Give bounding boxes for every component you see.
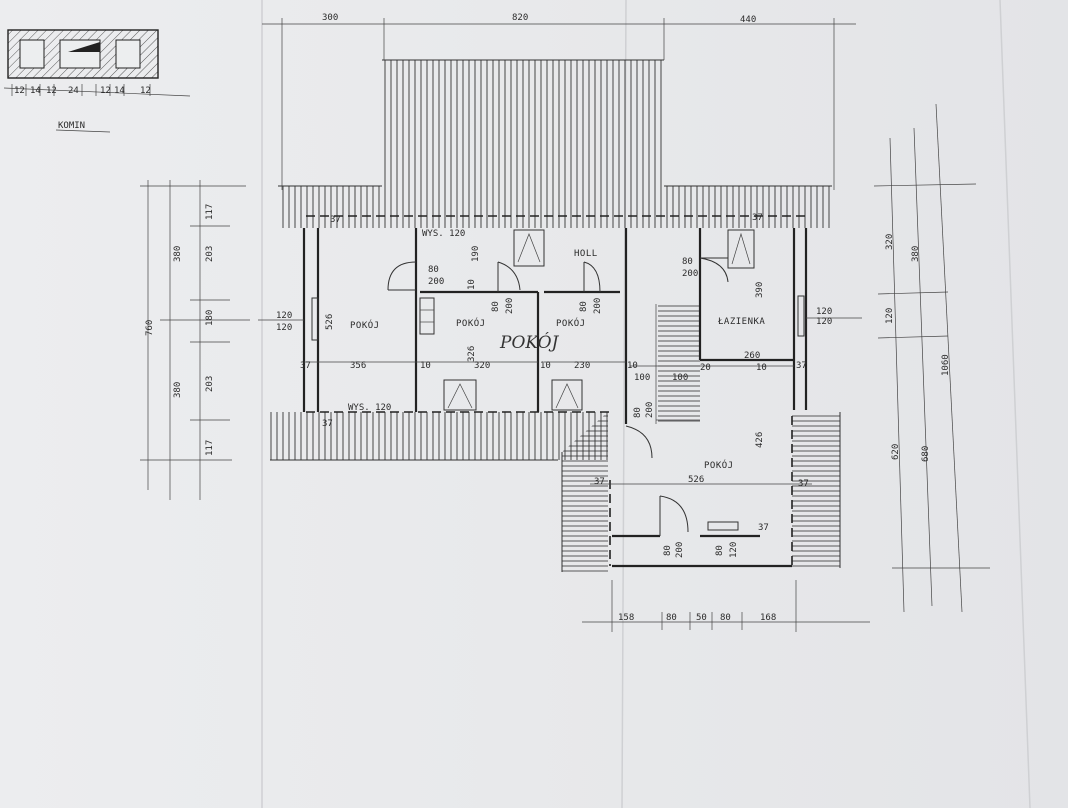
bottom-dim-158: 158 — [618, 613, 634, 623]
handwritten-room-note: POKÓJ — [499, 332, 560, 353]
dim-10-a: 10 — [467, 279, 477, 290]
dim-10-e: 10 — [756, 363, 767, 373]
height-label-bottom: WYS. 120 — [348, 403, 391, 413]
dim-230: 230 — [574, 361, 590, 371]
interior-dimension-labels: 526 356 320 230 326 190 10 10 10 10 10 3… — [276, 213, 832, 558]
window-south-width: 80 — [715, 545, 725, 556]
top-dim-3: 440 — [740, 15, 756, 25]
chimney-dim-label: 14 — [30, 86, 41, 96]
window-left-height: 120 — [276, 323, 292, 333]
left-dim-203b: 203 — [205, 376, 215, 392]
right-dim-620: 620 — [891, 444, 901, 460]
left-dim-180: 180 — [205, 310, 215, 326]
dim-10-b: 10 — [420, 361, 431, 371]
door-1-height: 200 — [428, 277, 444, 287]
left-dimension-labels: 760 380 380 117 203 180 203 117 — [145, 204, 215, 456]
dim-260: 260 — [744, 351, 760, 361]
right-dim-1060: 1060 — [941, 354, 951, 376]
paper-fold — [999, 0, 1031, 808]
chimney-dim-label: 14 — [114, 86, 125, 96]
height-label-top: WYS. 120 — [422, 229, 465, 239]
door-2-height: 200 — [505, 298, 515, 314]
window-south-height: 120 — [729, 542, 739, 558]
skylights — [443, 229, 755, 411]
dim-37-f: 37 — [594, 477, 605, 487]
bottom-dim-168: 168 — [760, 613, 776, 623]
room-label-small: POKÓJ — [556, 317, 586, 329]
chimney-dim-label: 12 — [14, 86, 25, 96]
dim-356: 356 — [350, 361, 366, 371]
dim-100-a: 100 — [634, 373, 650, 383]
door-swings — [387, 257, 729, 536]
dim-100-b: 100 — [672, 373, 688, 383]
left-dim-760: 760 — [145, 320, 155, 336]
room-label-south: POKÓJ — [704, 459, 734, 471]
dim-190: 190 — [471, 246, 481, 262]
dim-37-e: 37 — [322, 419, 333, 429]
dim-37-g: 37 — [798, 479, 809, 489]
door-4-height: 200 — [682, 269, 698, 279]
room-label-left: POKÓJ — [350, 319, 380, 331]
right-dim-380: 380 — [911, 246, 921, 262]
chimney-label: KOMIN — [58, 121, 85, 131]
dim-37-a: 37 — [300, 361, 311, 371]
door-6-width: 80 — [663, 545, 673, 556]
door-3-width: 80 — [579, 301, 589, 312]
dim-37-d: 37 — [796, 361, 807, 371]
dim-37-b: 37 — [330, 215, 341, 225]
right-dimension-labels: 320 380 120 620 680 1060 — [885, 234, 951, 462]
left-dim-203a: 203 — [205, 246, 215, 262]
dim-526-horizontal: 526 — [688, 475, 704, 485]
room-label-middle: POKÓJ — [456, 317, 486, 329]
room-labels: POKÓJ POKÓJ POKÓJ HOLL ŁAZIENKA POKÓJ PO… — [348, 229, 765, 471]
door-5-height: 200 — [645, 402, 655, 418]
left-dim-380b: 380 — [173, 382, 183, 398]
window-right-width: 120 — [816, 307, 832, 317]
chimney-dim-label: 12 — [100, 86, 111, 96]
door-3-height: 200 — [593, 298, 603, 314]
dim-320: 320 — [474, 361, 490, 371]
room-label-holl: HOLL — [574, 249, 598, 259]
top-dim-2: 820 — [512, 13, 528, 23]
chimney-dim-label: 24 — [68, 86, 79, 96]
bottom-dimension-labels: 158 80 50 80 168 — [618, 613, 776, 623]
right-dim-320: 320 — [885, 234, 895, 250]
dim-20: 20 — [700, 363, 711, 373]
chimney-dim-label: 12 — [140, 86, 151, 96]
dim-526-vertical: 526 — [325, 314, 335, 330]
dim-390: 390 — [755, 282, 765, 298]
left-dim-380a: 380 — [173, 246, 183, 262]
dim-10-c: 10 — [540, 361, 551, 371]
dim-326: 326 — [467, 346, 477, 362]
window-left-width: 120 — [276, 311, 292, 321]
room-label-bathroom: ŁAZIENKA — [717, 317, 765, 327]
top-dim-1: 300 — [322, 13, 338, 23]
door-6-height: 200 — [675, 542, 685, 558]
bottom-dim-50: 50 — [696, 613, 707, 623]
dim-10-d: 10 — [627, 361, 638, 371]
right-dim-120: 120 — [885, 308, 895, 324]
left-dim-117a: 117 — [205, 204, 215, 220]
door-4-width: 80 — [682, 257, 693, 267]
door-1-width: 80 — [428, 265, 439, 275]
right-dim-680: 680 — [921, 446, 931, 462]
top-dimension-labels: 300 820 440 — [322, 13, 756, 25]
chimney-dim-label: 12 — [46, 86, 57, 96]
dim-426: 426 — [755, 432, 765, 448]
bottom-dim-80b: 80 — [720, 613, 731, 623]
door-2-width: 80 — [491, 301, 501, 312]
window-right-height: 120 — [816, 317, 832, 327]
walls — [302, 215, 808, 568]
bottom-dim-80a: 80 — [666, 613, 677, 623]
dimension-lines — [140, 18, 990, 632]
left-dim-117b: 117 — [205, 440, 215, 456]
roof-hatching — [270, 59, 841, 572]
dim-37-h: 37 — [758, 523, 769, 533]
dim-37-c: 37 — [752, 213, 763, 223]
door-5-width: 80 — [633, 407, 643, 418]
